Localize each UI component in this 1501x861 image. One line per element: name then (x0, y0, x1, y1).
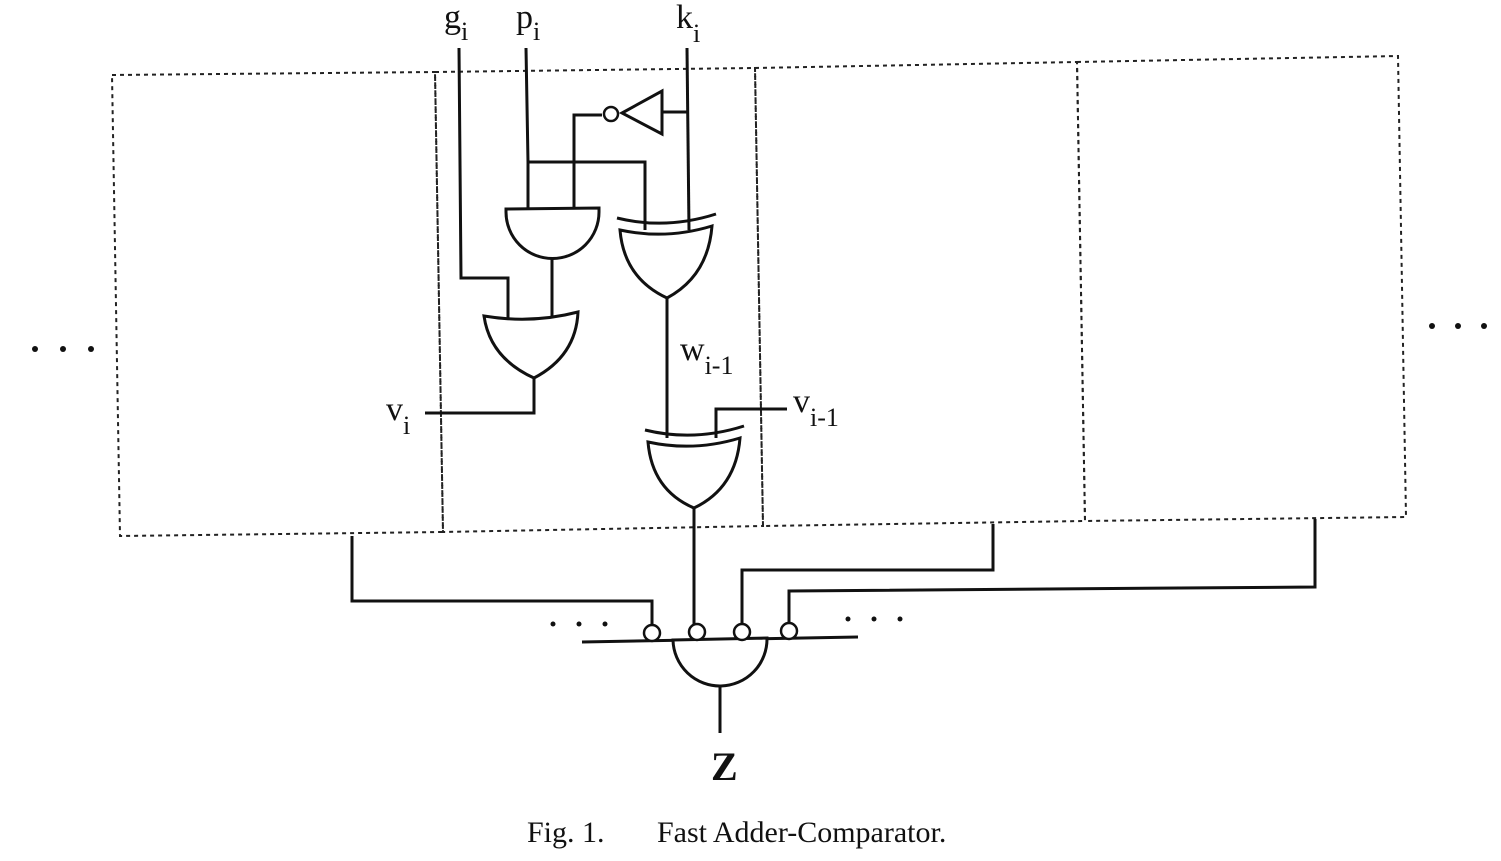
cell-box-left (110, 70, 445, 538)
wire-k (685, 47, 691, 231)
wire-v-prev (714, 407, 787, 438)
cell-wires (425, 47, 787, 625)
and-gate (504, 206, 601, 260)
wire-inverter-and (572, 113, 602, 210)
output-and-gate (671, 636, 769, 688)
label-v-prev: vi-1 (793, 383, 839, 432)
label-p: pi (516, 0, 540, 46)
cell-box-center (433, 66, 765, 534)
or-gate (482, 310, 580, 380)
label-k: ki (676, 0, 700, 48)
gate-left-ellipsis (550, 621, 608, 627)
gate-right-ellipsis (845, 616, 903, 622)
output-wires (350, 519, 1317, 733)
wire-p-branch (528, 160, 647, 230)
cell-box-right-2 (1075, 54, 1408, 523)
cell-boxes (110, 54, 1408, 538)
caption-title: Fast Adder-Comparator. (657, 816, 946, 849)
wire-cell-left (350, 536, 654, 625)
inverter-gate (602, 88, 664, 137)
xor-gate-upper (616, 212, 717, 300)
label-v: vi (386, 391, 410, 440)
wire-v (425, 378, 536, 415)
caption-number: Fig. 1. (527, 816, 605, 849)
output-label: Z (711, 744, 738, 789)
inverted-inputs (642, 621, 799, 643)
wire-p (524, 47, 530, 210)
wire-cell-right-2 (787, 519, 1317, 625)
wire-g (457, 47, 510, 318)
cell-box-right-1 (753, 60, 1087, 528)
xor-gate-lower (644, 424, 745, 510)
label-w: wi-1 (680, 331, 733, 380)
wire-cell-right-1 (740, 524, 995, 625)
right-ellipsis (1429, 323, 1487, 329)
left-ellipsis (32, 346, 94, 352)
label-g: gi (444, 0, 468, 46)
